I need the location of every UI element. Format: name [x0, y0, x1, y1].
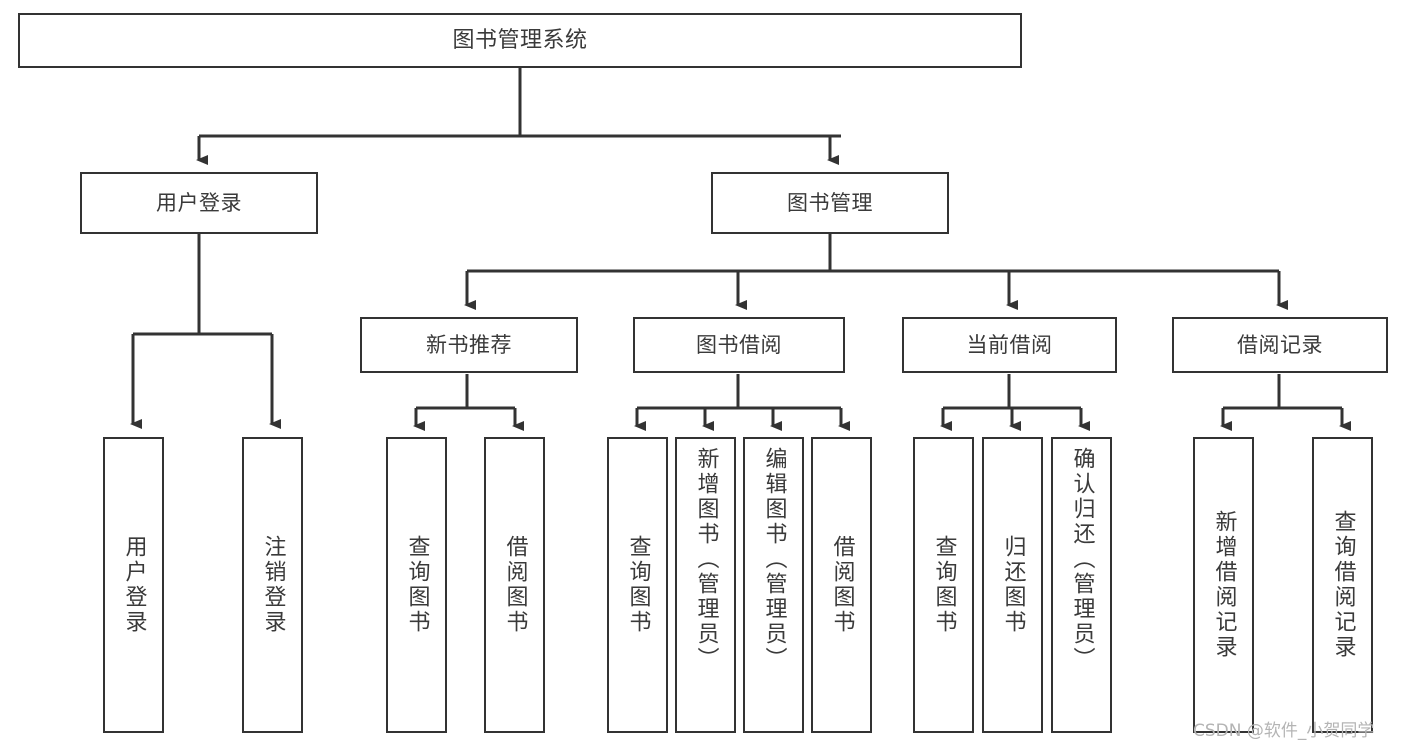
node-label: 新增图书（管理员）: [693, 447, 719, 672]
leaf-new-book-query-book[interactable]: 查询图书: [386, 437, 447, 733]
node-label: 编辑图书（管理员）: [761, 447, 787, 672]
node-label: 新书推荐: [426, 332, 512, 357]
node-borrowing-records[interactable]: 借阅记录: [1172, 317, 1388, 373]
node-label: 图书管理: [787, 190, 873, 215]
leaf-book-borrow-borrow-book[interactable]: 借阅图书: [811, 437, 872, 733]
leaf-user-login-signin[interactable]: 用户登录: [103, 437, 164, 733]
node-label: 用户登录: [156, 190, 242, 215]
leaf-new-book-borrow-book[interactable]: 借阅图书: [484, 437, 545, 733]
node-user-login[interactable]: 用户登录: [80, 172, 318, 234]
node-book-borrowing[interactable]: 图书借阅: [633, 317, 845, 373]
node-book-management[interactable]: 图书管理: [711, 172, 949, 234]
node-label: 借阅图书: [829, 535, 855, 635]
node-label: 注销登录: [260, 535, 286, 635]
leaf-borrow-record-query-record[interactable]: 查询借阅记录: [1312, 437, 1373, 733]
leaf-book-borrow-add-book-admin[interactable]: 新增图书（管理员）: [675, 437, 736, 733]
node-label: 查询图书: [625, 535, 651, 635]
node-label: 查询图书: [931, 535, 957, 635]
leaf-book-borrow-query-book[interactable]: 查询图书: [607, 437, 668, 733]
node-label: 借阅记录: [1237, 332, 1323, 357]
node-label: 新增借阅记录: [1211, 510, 1237, 660]
leaf-current-borrow-return-book[interactable]: 归还图书: [982, 437, 1043, 733]
node-label: 图书管理系统: [452, 27, 588, 53]
node-label: 图书借阅: [696, 332, 782, 357]
node-label: 归还图书: [1000, 535, 1026, 635]
node-label: 查询借阅记录: [1330, 510, 1356, 660]
leaf-current-borrow-query-book[interactable]: 查询图书: [913, 437, 974, 733]
node-label: 用户登录: [121, 535, 147, 635]
leaf-book-borrow-edit-book-admin[interactable]: 编辑图书（管理员）: [743, 437, 804, 733]
node-current-borrowing[interactable]: 当前借阅: [902, 317, 1117, 373]
node-new-book-recommendation[interactable]: 新书推荐: [360, 317, 578, 373]
node-label: 确认归还（管理员）: [1069, 447, 1095, 672]
node-label: 当前借阅: [966, 332, 1053, 357]
node-label: 借阅图书: [502, 535, 528, 635]
node-root-book-management-system[interactable]: 图书管理系统: [18, 13, 1022, 68]
leaf-user-login-signout[interactable]: 注销登录: [242, 437, 303, 733]
leaf-current-borrow-confirm-return-admin[interactable]: 确认归还（管理员）: [1051, 437, 1112, 733]
leaf-borrow-record-add-record[interactable]: 新增借阅记录: [1193, 437, 1254, 733]
node-label: 查询图书: [404, 535, 430, 635]
